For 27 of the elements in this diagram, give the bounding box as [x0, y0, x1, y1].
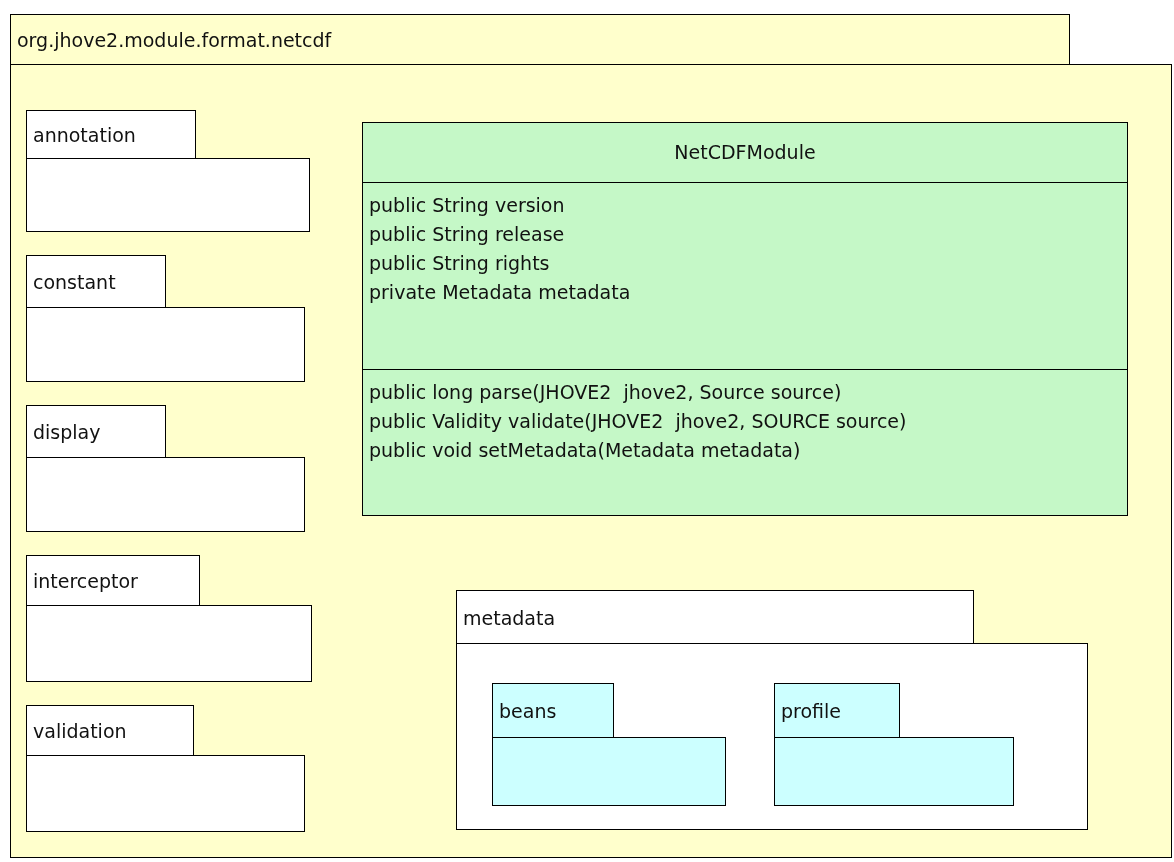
package-name: metadata [463, 606, 556, 629]
package-name: beans [499, 700, 557, 722]
attribute: public String version [369, 193, 565, 218]
package-symbol [26, 705, 305, 832]
package-name: annotation [33, 124, 136, 146]
attribute: public String rights [369, 251, 550, 276]
package-symbol [774, 683, 1014, 806]
package-name: constant [33, 271, 116, 293]
method: public Validity validate(JHOVE2 jhove2, SOURCE source) [369, 409, 907, 434]
package-symbol [456, 590, 1088, 830]
package-name: validation [33, 720, 127, 742]
attribute: public String release [369, 222, 565, 247]
package-symbol [10, 14, 1172, 858]
class-name: NetCDFModule [674, 140, 816, 165]
attribute: private Metadata metadata [369, 280, 631, 305]
package-name: org.jhove2.module.format.netcdf [17, 29, 332, 51]
package-symbol [492, 683, 726, 806]
package-name: interceptor [33, 570, 138, 592]
method: public long parse(JHOVE2 jhove2, Source source) [369, 380, 842, 405]
package-symbol [26, 405, 305, 532]
method: public void setMetadata(Metadata metadata) [369, 438, 801, 463]
package-name: display [33, 421, 101, 443]
package-symbol [26, 555, 312, 682]
package-symbol [26, 110, 310, 232]
package-name: profile [781, 700, 841, 722]
package-symbol [26, 255, 305, 382]
class-box [362, 122, 1128, 516]
